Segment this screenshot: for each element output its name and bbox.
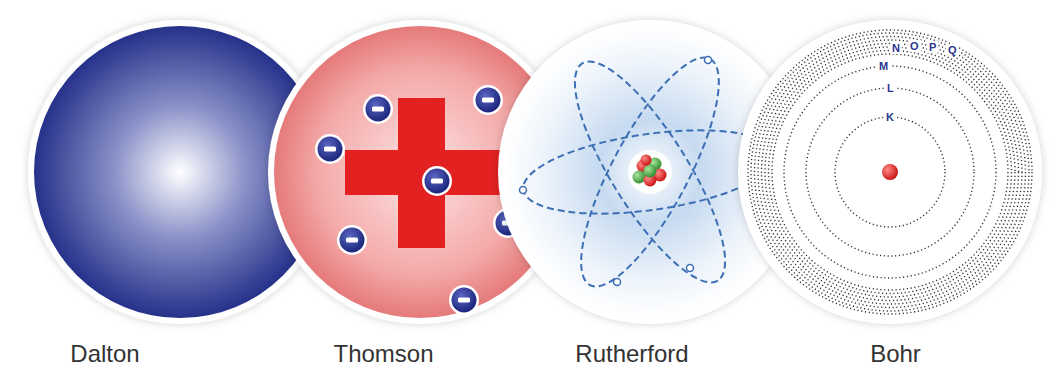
model-caption-node: Dalton [68,340,142,369]
model-caption-node: Thomson [331,340,436,369]
model-name: Rutherford [573,340,691,369]
model-name: Bohr [868,340,923,369]
model-name: Thomson [331,340,436,369]
shell-letter: L [885,82,896,94]
model-caption-node: Bohr [868,340,923,369]
shell-letter: Q [946,44,959,56]
shell-letter: P [927,41,938,53]
shell-letter: N [890,42,902,54]
model-name: Dalton [68,340,142,369]
model-caption-node: Rutherford [573,340,691,369]
bohr-shell-model [738,20,1042,324]
shell-letter: O [908,40,921,52]
shell-letter: M [877,60,890,72]
shell-letter: K [884,111,896,123]
